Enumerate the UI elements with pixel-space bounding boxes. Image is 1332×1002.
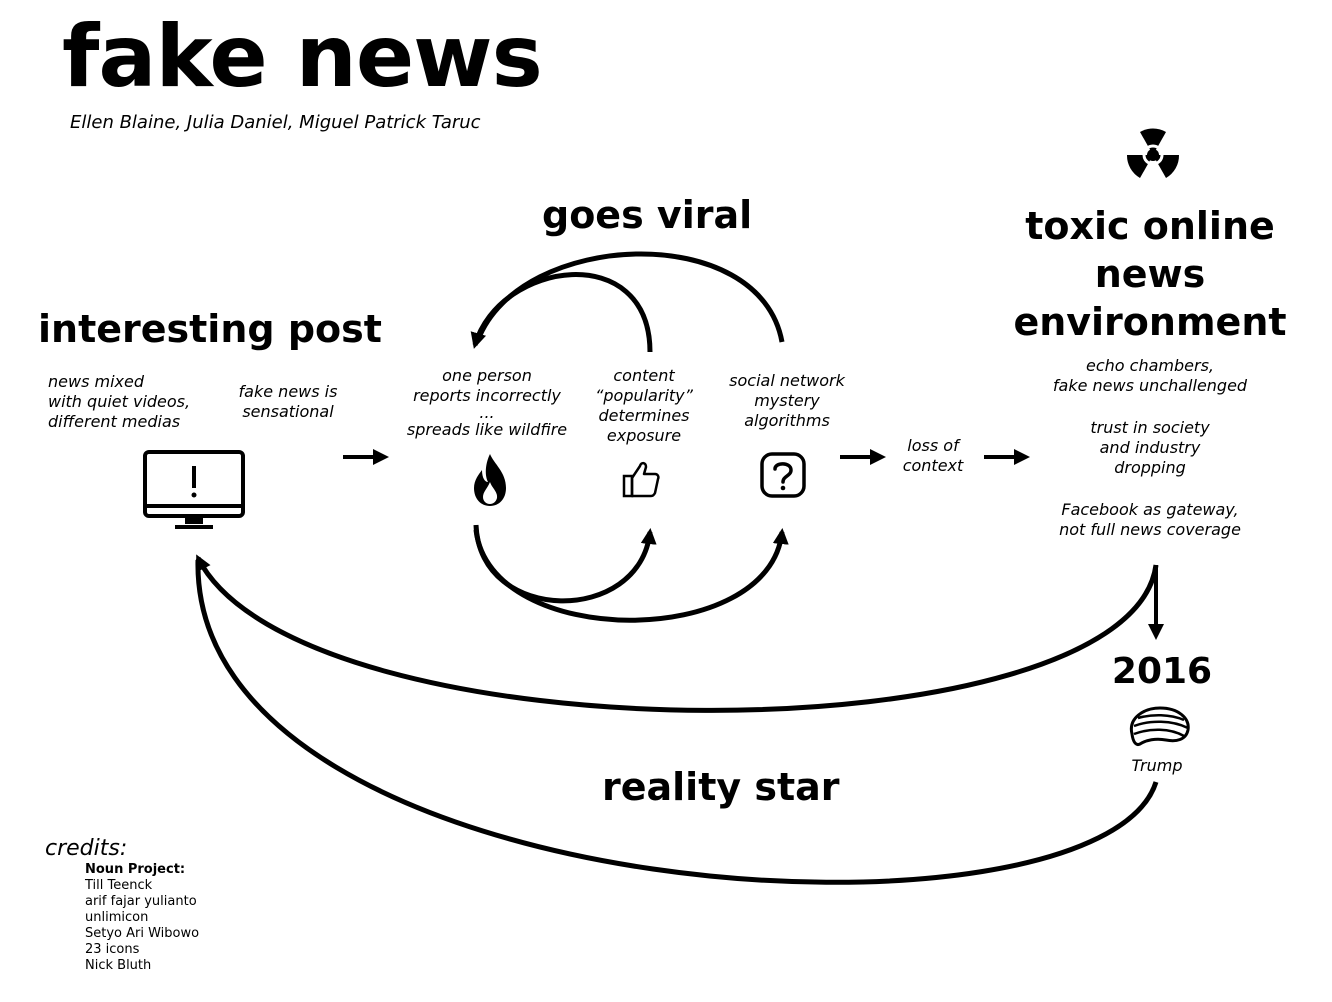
arrow-content-loop-top xyxy=(470,272,653,353)
fire-icon xyxy=(474,454,506,506)
arrow-fire-to-content xyxy=(473,524,657,604)
trump-hair-icon xyxy=(1129,706,1190,746)
authors: Ellen Blaine, Julia Daniel, Miguel Patri… xyxy=(70,112,481,133)
loss-of-context-note: loss of context xyxy=(902,436,964,475)
credit-name: unlimicon xyxy=(85,910,149,925)
interesting-post-note-right: fake news is sensational xyxy=(238,382,338,421)
toxic-note-facebook: Facebook as gateway, not full news cover… xyxy=(1059,500,1241,539)
credits-list: Noun Project: Till Teenck arif fajar yul… xyxy=(85,862,199,974)
arrow-trump-to-post xyxy=(195,559,1159,885)
monitor-alert-icon xyxy=(143,450,245,529)
goes-viral-heading: goes viral xyxy=(542,193,753,237)
social-network-note: social network mystery algorithms xyxy=(729,371,845,430)
toxic-environment-heading: toxic online news environment xyxy=(1013,204,1287,344)
toxic-note-trust: trust in society and industry dropping xyxy=(1090,418,1210,477)
credit-name: 23 icons xyxy=(85,942,140,957)
page-title: fake news xyxy=(62,7,543,107)
thumbs-up-icon xyxy=(622,461,660,498)
question-mark-icon xyxy=(760,452,806,498)
credit-name: Nick Bluth xyxy=(85,958,152,973)
credits-title: credits: xyxy=(45,836,128,861)
arrow-fire-to-social xyxy=(473,528,789,623)
credit-name: Setyo Ari Wibowo xyxy=(85,926,200,941)
credits-source: Noun Project: xyxy=(85,862,186,877)
credit-name: Till Teenck xyxy=(85,878,153,893)
interesting-post-heading: interesting post xyxy=(38,307,382,351)
year-heading: 2016 xyxy=(1111,651,1213,692)
interesting-post-note-left: news mixed with quiet videos, different … xyxy=(48,372,191,431)
radiation-icon xyxy=(1126,128,1180,178)
reality-star-label: reality star xyxy=(602,765,840,809)
one-person-note: one person reports incorrectly ... sprea… xyxy=(406,366,568,439)
arrow-social-loop-top xyxy=(475,251,785,343)
arrow-toxic-to-post xyxy=(195,554,1159,713)
trump-label: Trump xyxy=(1131,756,1183,775)
content-popularity-note: content “popularity” determines exposure xyxy=(595,366,693,445)
toxic-note-echo: echo chambers, fake news unchallenged xyxy=(1052,356,1248,395)
credit-name: arif fajar yulianto xyxy=(85,894,197,909)
